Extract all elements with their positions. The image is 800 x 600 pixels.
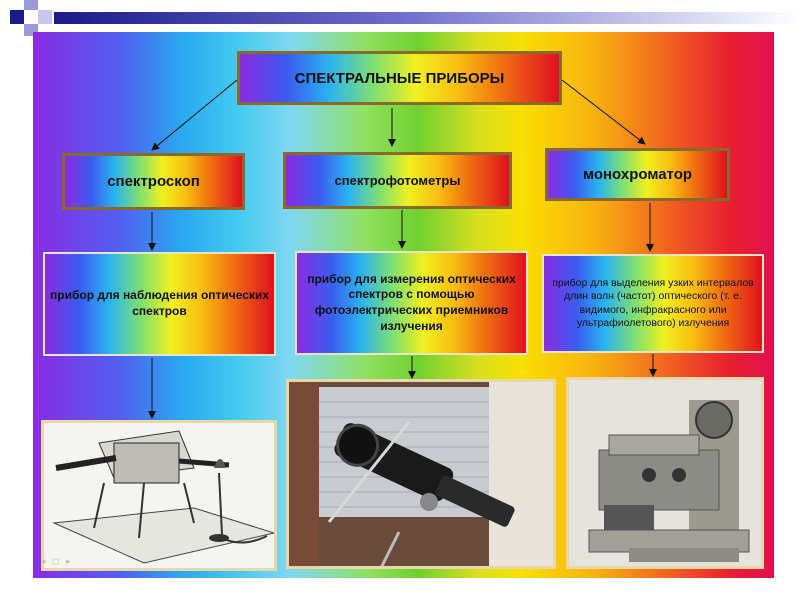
decor-square: [10, 10, 24, 24]
decor-square: [24, 0, 38, 10]
description-spectroscope: прибор для наблюдения оптических спектро…: [43, 252, 276, 356]
category-spectroscope: спектроскоп: [62, 153, 245, 210]
category-monochromator: монохроматор: [545, 148, 730, 201]
arrow-icon: [561, 79, 646, 145]
decor-square: [38, 10, 52, 24]
arrow-icon: [151, 79, 238, 151]
category-spectrophotometers: спектрофотометры: [283, 152, 512, 209]
diagram-title: СПЕКТРАЛЬНЫЕ ПРИБОРЫ: [237, 51, 562, 105]
description-monochromator: прибор для выделения узких интервалов дл…: [542, 254, 764, 353]
slide-nav-glyphs: ◂ ◻ ▸: [41, 556, 73, 566]
description-spectrophotometers: прибор для измерения оптических спектров…: [295, 251, 528, 355]
spectroscope-image: [41, 420, 277, 571]
monochromator-image: [566, 377, 764, 569]
spectrophotometer-image: [286, 379, 556, 569]
decor-top-bar: [54, 12, 800, 24]
